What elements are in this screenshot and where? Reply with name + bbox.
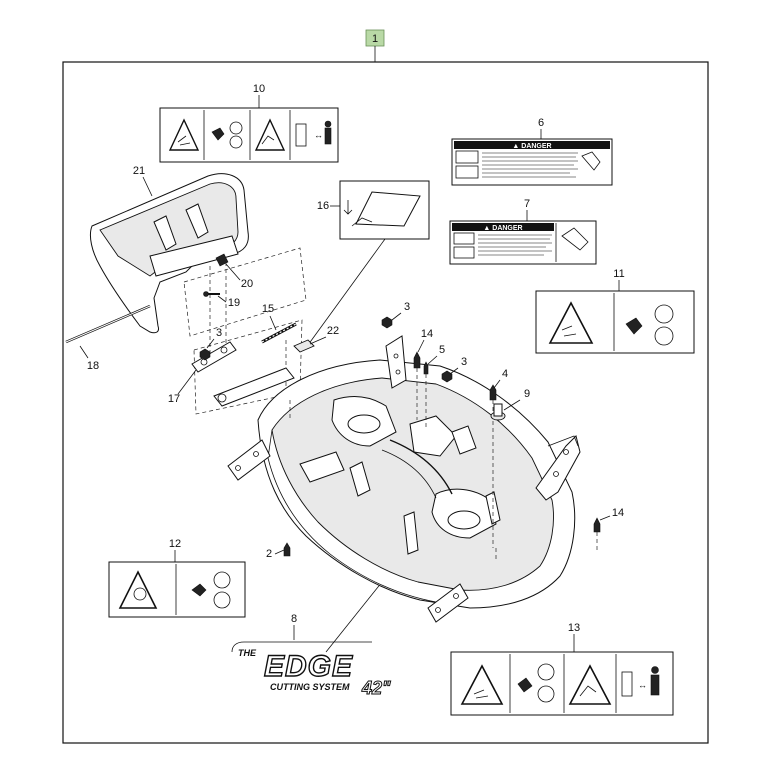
bolt-20[interactable] xyxy=(215,253,229,267)
deck-rear-bracket[interactable] xyxy=(535,435,581,501)
edge-logo: THE EDGE CUTTING SYSTEM 42" xyxy=(231,641,392,699)
bolt-5[interactable] xyxy=(423,361,429,375)
nut-3-top[interactable] xyxy=(381,316,393,329)
decal-6[interactable]: ▲ DANGER xyxy=(451,138,613,186)
callout-16: 16 xyxy=(317,200,329,212)
deck-front-bracket-left[interactable] xyxy=(227,439,271,481)
callout-14-top: 14 xyxy=(421,328,433,340)
callout-7: 7 xyxy=(524,198,530,210)
nut-3-left[interactable] xyxy=(199,348,211,361)
callout-12: 12 xyxy=(169,538,181,550)
callout-3-right: 3 xyxy=(461,356,467,368)
diagram-frame xyxy=(62,61,709,744)
decal-16[interactable] xyxy=(339,180,430,240)
callout-14-right: 14 xyxy=(612,507,624,519)
bolt-22[interactable] xyxy=(293,339,315,353)
hinge-rod-15[interactable] xyxy=(261,322,297,344)
callout-11: 11 xyxy=(613,268,624,280)
logo-prefix: THE xyxy=(238,648,257,658)
decal-6-header: ▲ DANGER xyxy=(512,143,551,150)
callout-13: 13 xyxy=(568,622,580,634)
spring-pin-19[interactable] xyxy=(203,291,221,297)
bolt-2[interactable] xyxy=(283,542,291,557)
callout-18: 18 xyxy=(87,360,99,372)
callout-15: 15 xyxy=(262,303,274,315)
callout-10: 10 xyxy=(253,83,265,95)
callout-4: 4 xyxy=(502,368,508,380)
svg-text:↔: ↔ xyxy=(314,130,323,140)
deck-lift-bracket[interactable] xyxy=(385,335,407,389)
callout-2: 2 xyxy=(266,548,272,560)
decal-7-header: ▲ DANGER xyxy=(483,225,522,232)
decal-13[interactable]: ↔ xyxy=(450,651,674,716)
callout-5: 5 xyxy=(439,344,445,356)
logo-tagline: CUTTING SYSTEM xyxy=(270,682,350,692)
group-label: 1 xyxy=(372,33,378,45)
hinge-bracket[interactable] xyxy=(213,367,295,407)
decal-7[interactable]: ▲ DANGER xyxy=(449,220,597,265)
callout-8: 8 xyxy=(291,613,297,625)
callout-21: 21 xyxy=(133,165,145,177)
decal-10[interactable]: ↔ xyxy=(159,107,339,163)
decal-11[interactable] xyxy=(535,290,695,354)
decal-12[interactable] xyxy=(108,561,246,618)
rod-18[interactable] xyxy=(65,304,151,344)
svg-text:↔: ↔ xyxy=(638,680,647,690)
deck-front-bracket-right[interactable] xyxy=(427,583,469,623)
pulley-9[interactable] xyxy=(490,403,506,421)
bolt-4[interactable] xyxy=(489,384,497,401)
nut-3-right[interactable] xyxy=(441,370,453,383)
callout-9: 9 xyxy=(524,388,530,400)
callout-22: 22 xyxy=(327,325,339,337)
mower-deck[interactable] xyxy=(257,359,576,609)
callout-3-left: 3 xyxy=(216,327,222,339)
bolt-14-right[interactable] xyxy=(593,517,601,533)
callout-17: 17 xyxy=(168,393,180,405)
bracket-17[interactable] xyxy=(191,341,237,373)
callout-20: 20 xyxy=(241,278,253,290)
callout-19: 19 xyxy=(228,297,240,309)
callout-3-top: 3 xyxy=(404,301,410,313)
callout-6: 6 xyxy=(538,117,544,129)
logo-size: 42" xyxy=(361,678,391,698)
logo-word: EDGE xyxy=(264,650,353,683)
bolt-14-top[interactable] xyxy=(413,351,421,369)
grass-bag[interactable] xyxy=(89,173,249,334)
